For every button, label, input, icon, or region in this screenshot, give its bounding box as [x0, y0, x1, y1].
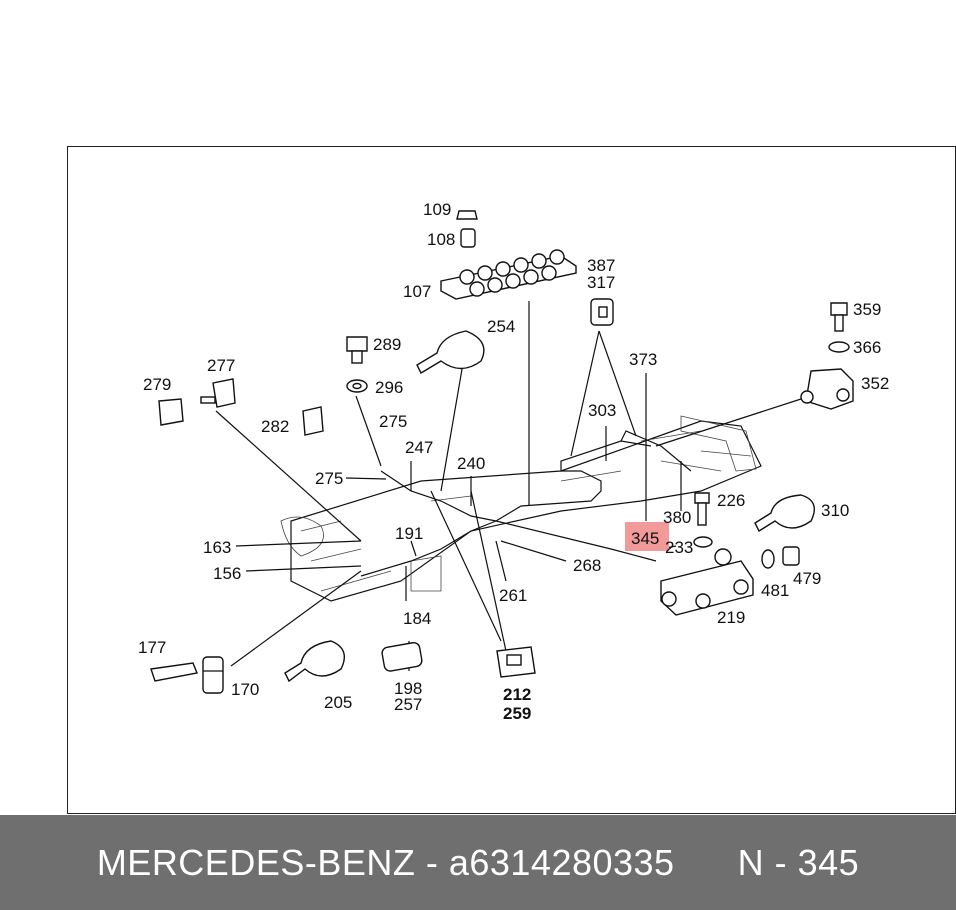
footer-part-number: a6314280335 [448, 841, 675, 883]
callout-198: 198 [394, 679, 422, 698]
callout-310: 310 [821, 501, 849, 520]
part-219-distributor [660, 548, 754, 616]
callout-226: 226 [717, 491, 745, 510]
part-289-banjo-bolt [346, 336, 368, 364]
callout-259: 259 [503, 704, 531, 723]
callout-212: 212 [503, 685, 531, 704]
callout-289: 289 [373, 335, 401, 354]
callout-261: 261 [499, 586, 527, 605]
callout-219: 219 [717, 608, 745, 627]
parts-diagram: 109 108 107 387 317 254 359 366 352 373 … [138, 200, 889, 723]
diagram-frame: 109 108 107 387 317 254 359 366 352 373 … [67, 146, 956, 814]
part-184-sleeve [381, 641, 423, 672]
callout-163: 163 [203, 538, 231, 557]
footer-caption: MERCEDES-BENZ - a6314280335 N - 345 [0, 815, 956, 910]
callout-366: 366 [853, 338, 881, 357]
part-177-clip [150, 662, 198, 682]
part-108-sleeve [460, 228, 476, 248]
callout-275-upper: 275 [379, 412, 407, 431]
callout-275-lower: 275 [315, 469, 343, 488]
part-107-clip-block [440, 249, 577, 300]
brake-lines [360, 430, 692, 652]
callout-156: 156 [213, 564, 241, 583]
part-109-nut [456, 210, 478, 220]
callout-107: 107 [403, 282, 431, 301]
part-226-bolt [694, 492, 710, 526]
part-279-clip [158, 398, 184, 426]
callout-481: 481 [761, 581, 789, 600]
callout-108: 108 [427, 230, 455, 249]
callout-247: 247 [405, 438, 433, 457]
callout-387: 387 [587, 256, 615, 275]
callout-254: 254 [487, 317, 515, 336]
callout-240: 240 [457, 454, 485, 473]
part-282-clip [302, 406, 324, 436]
callout-296: 296 [375, 378, 403, 397]
callout-177: 177 [138, 638, 166, 657]
part-310-clamp [754, 494, 815, 533]
part-387-317-bushing [590, 298, 614, 326]
callout-373: 373 [629, 350, 657, 369]
part-254-clamp [416, 330, 485, 374]
callout-352: 352 [861, 374, 889, 393]
footer-gap [675, 842, 738, 884]
callout-279: 279 [143, 375, 171, 394]
part-479-plug [782, 546, 800, 566]
callout-233: 233 [665, 538, 693, 557]
footer-brand: MERCEDES-BENZ [96, 841, 416, 883]
part-277-bracket [200, 378, 236, 408]
callout-184: 184 [403, 609, 431, 628]
part-205-clamp [284, 640, 345, 683]
callout-380: 380 [663, 508, 691, 527]
part-481-washer [761, 549, 775, 569]
part-352-junction [800, 368, 854, 410]
callout-205: 205 [324, 693, 352, 712]
part-233-washer [693, 536, 713, 548]
callout-282: 282 [261, 417, 289, 436]
footer-separator: - [415, 841, 449, 883]
callout-317: 317 [587, 273, 615, 292]
callout-191: 191 [395, 524, 423, 543]
part-359-bolt [830, 302, 848, 332]
callout-labels: 109 108 107 387 317 254 359 366 352 373 … [138, 200, 889, 723]
callout-268: 268 [573, 556, 601, 575]
highlight-345-box [625, 522, 669, 551]
chassis-frame [280, 415, 762, 602]
part-212-259-bracket [496, 646, 536, 678]
callout-345-highlighted: 345 [631, 529, 659, 548]
part-366-washer [828, 341, 850, 353]
leader-lines [215, 301, 802, 671]
callout-109: 109 [423, 200, 451, 219]
callout-303: 303 [588, 401, 616, 420]
callout-479: 479 [793, 569, 821, 588]
part-170-fitting [202, 656, 224, 694]
callout-257: 257 [394, 695, 422, 714]
part-296-washer [346, 379, 368, 393]
callout-359: 359 [853, 300, 881, 319]
callout-170: 170 [231, 680, 259, 699]
callout-277: 277 [207, 356, 235, 375]
footer-diagram-ref: N - 345 [737, 841, 860, 883]
